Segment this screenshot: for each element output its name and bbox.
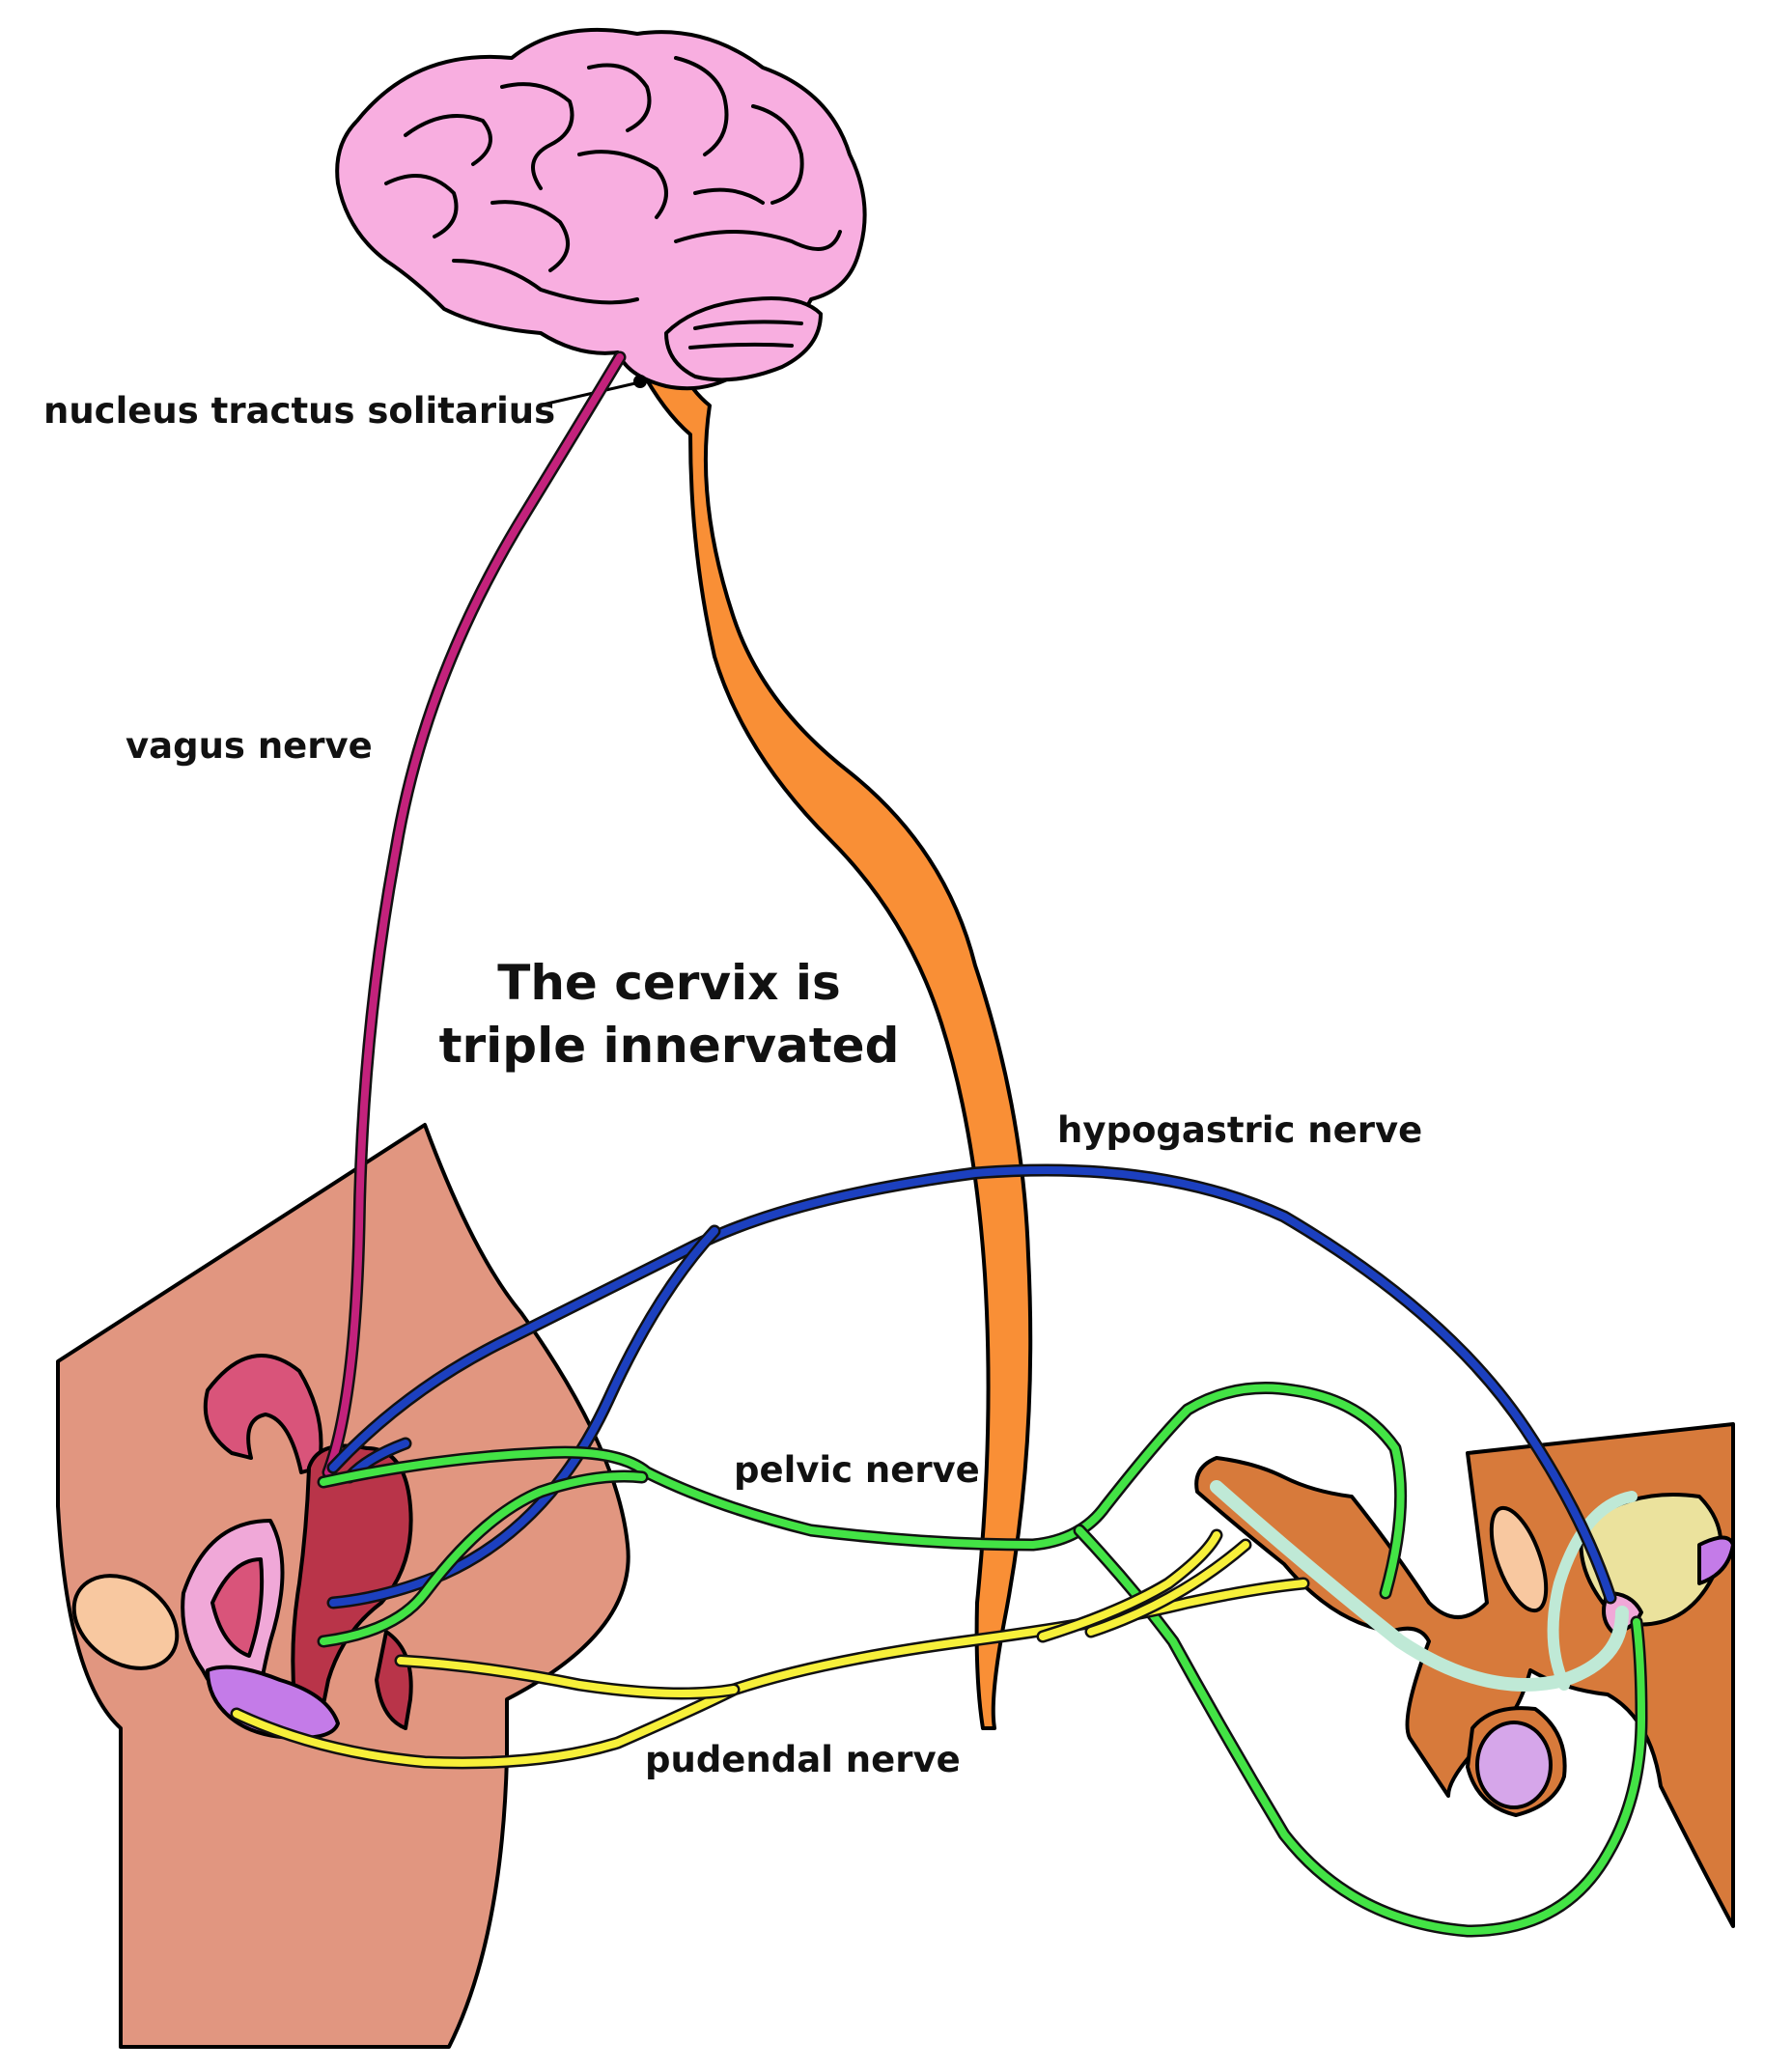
hypogastric-nerve-line <box>329 1166 1614 1602</box>
label-pudendal: pudendal nerve <box>645 1739 961 1780</box>
pudendal-nerve-branch <box>1039 1531 1220 1640</box>
brain-fold <box>452 259 639 305</box>
brain-fold <box>674 56 729 156</box>
label-nts: nucleus tractus solitarius <box>43 390 555 432</box>
brain-fold <box>490 200 570 272</box>
pubic-bone <box>71 1574 180 1670</box>
bladder-inner <box>210 1557 265 1658</box>
male-pelvis <box>1194 1422 1735 1928</box>
brain-fold <box>404 114 492 166</box>
urethra-branch <box>1547 1491 1638 1691</box>
brain-fold <box>577 150 668 219</box>
vas-deferens-tip <box>1697 1535 1735 1585</box>
brain <box>335 27 867 407</box>
vagus-nerve-line <box>324 353 624 1476</box>
pudendal-nerve-upper <box>397 1657 738 1697</box>
label-vagus: vagus nerve <box>126 725 373 767</box>
pelvic-nerve-line <box>320 1384 1405 1597</box>
urethra <box>1210 1480 1629 1692</box>
brain-fold <box>693 187 765 205</box>
label-hypogastric: hypogastric nerve <box>1057 1109 1422 1151</box>
brain-fold <box>674 230 842 251</box>
fallopian-tube <box>203 1354 323 1474</box>
pudendal-nerve-branch-2 <box>1087 1541 1249 1636</box>
brain-fold <box>587 63 652 132</box>
brain-fold <box>693 320 803 330</box>
brain-fold <box>688 342 794 350</box>
cerebellum <box>664 296 823 382</box>
female-pelvis <box>56 1123 630 2049</box>
pelvic-nerve-lower <box>1076 1526 1645 1935</box>
pelvic-nerve-branch <box>320 1472 646 1645</box>
brain-fold <box>500 82 574 190</box>
nts-pointer <box>538 381 636 407</box>
male-pubic-bone <box>1489 1505 1549 1613</box>
brain-fold <box>751 104 804 205</box>
brain-fold <box>384 174 459 238</box>
diagram-title-line1: The cervix is <box>497 955 841 1011</box>
diagram-title-line2: triple innervated <box>439 1018 900 1074</box>
testis-inner <box>1475 1721 1553 1809</box>
nts-dot <box>633 375 647 388</box>
label-pelvic: pelvic nerve <box>734 1449 980 1491</box>
spinal-cord <box>626 341 1033 1730</box>
